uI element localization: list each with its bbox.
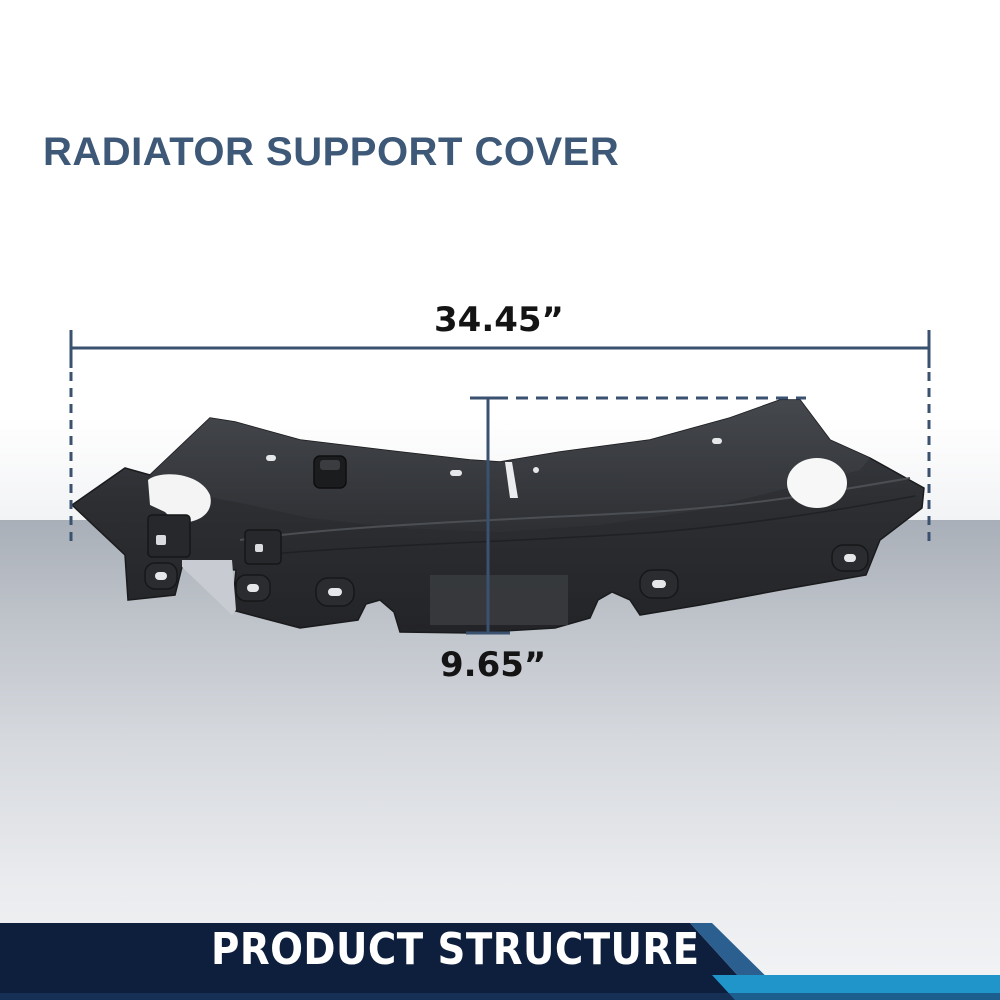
bottom-banner: [0, 923, 1000, 1000]
banner-label: PRODUCT STRUCTURE: [211, 924, 700, 975]
width-dimension-label: 34.45”: [434, 300, 564, 340]
page-title: RADIATOR SUPPORT COVER: [43, 130, 620, 174]
height-dimension-label: 9.65”: [440, 645, 547, 685]
height-dimension-line: [466, 396, 806, 635]
radiator-support-cover-part: [70, 399, 925, 634]
studio-backdrop: [0, 0, 1000, 520]
width-dimension-line: [69, 330, 931, 545]
